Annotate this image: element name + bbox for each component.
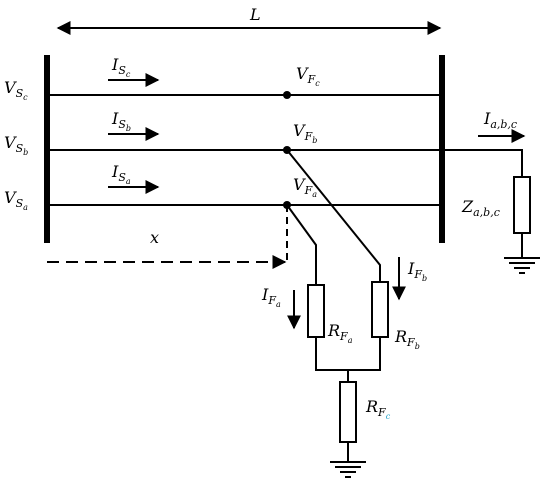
resistor-rf-a bbox=[307, 284, 325, 338]
resistor-rf-c bbox=[339, 381, 357, 443]
load-impedance bbox=[513, 176, 531, 234]
is-a-label: ISa bbox=[111, 162, 131, 186]
load-wire bbox=[442, 149, 523, 177]
fault-ground-icon bbox=[330, 461, 366, 478]
zabc-label: Za,b,c bbox=[461, 197, 500, 219]
vs-a-label: VSa bbox=[4, 188, 28, 212]
length-label: L bbox=[249, 5, 261, 24]
vs-b-label: VSb bbox=[4, 133, 28, 157]
vf-a-label: VFa bbox=[293, 175, 317, 199]
is-c-label: ISc bbox=[111, 55, 131, 79]
vf-b-label: VFb bbox=[293, 121, 317, 145]
is-b-label: ISb bbox=[111, 109, 131, 133]
resistor-rf-b bbox=[371, 281, 389, 338]
fault-branch-b-wire bbox=[286, 149, 381, 282]
iabc-label: Ia,b,c bbox=[483, 109, 517, 131]
rf-b-label: RFb bbox=[394, 327, 420, 351]
fault-node-c bbox=[283, 91, 291, 99]
load-ground-icon bbox=[504, 257, 540, 274]
if-a-label: IFa bbox=[261, 285, 281, 309]
rf-c-label: RFc bbox=[365, 397, 391, 421]
vf-c-label: VFc bbox=[296, 64, 320, 88]
rf-a-label: RFa bbox=[327, 321, 353, 345]
vs-c-label: VSc bbox=[4, 78, 28, 102]
distance-label: x bbox=[150, 228, 159, 247]
fault-branch-a-wire bbox=[286, 204, 317, 285]
if-b-label: IFb bbox=[407, 259, 427, 283]
